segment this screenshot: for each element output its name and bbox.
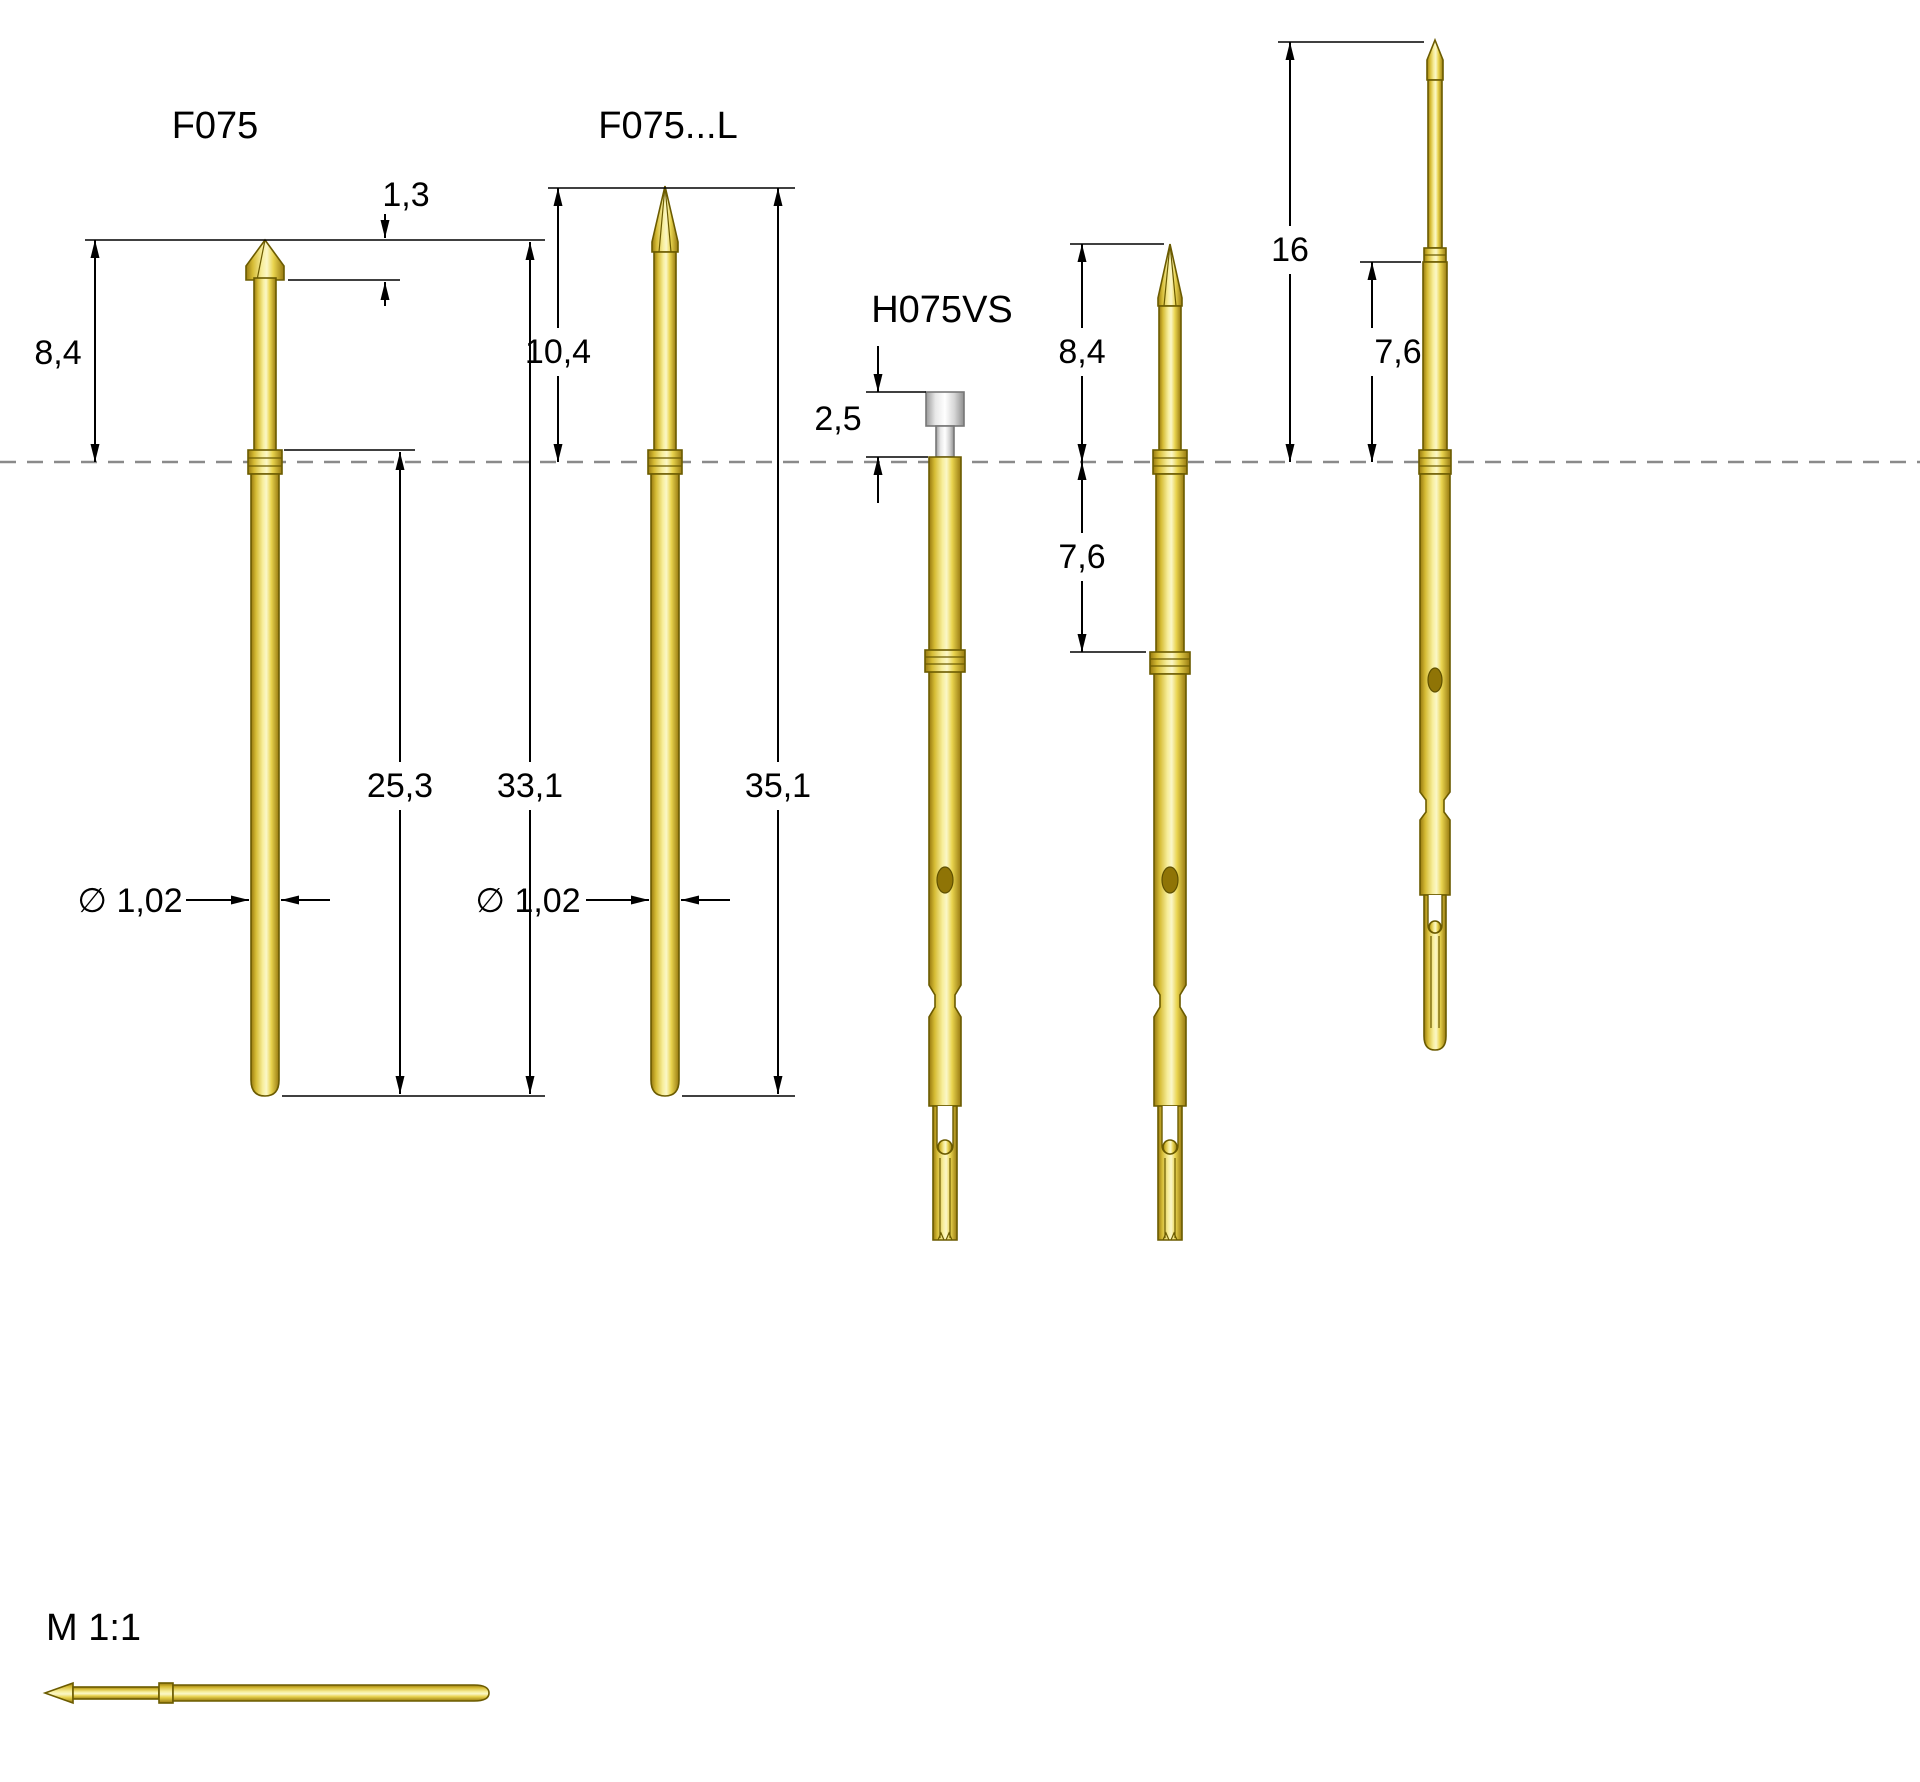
probe-barrel	[650, 473, 680, 1097]
probe-barrel	[250, 473, 280, 1097]
receptacle-collar	[1149, 651, 1191, 675]
probe-tip	[1157, 243, 1183, 307]
receptacle-label: H075VS	[871, 289, 1013, 331]
dim-above-board: 10,4	[525, 333, 591, 371]
plunger-head-flange	[925, 391, 965, 427]
dim-above-board: 8,4	[34, 334, 81, 372]
probe-plunger	[253, 277, 277, 453]
mini-probe-tip	[42, 1681, 74, 1705]
probe-tip-facet	[256, 239, 266, 281]
vent-hole	[1427, 667, 1443, 693]
solder-cup-tube	[1423, 894, 1447, 1051]
solder-cup-slots	[1164, 1158, 1176, 1238]
mini-probe-plunger	[72, 1686, 160, 1700]
dim-tip-length: 1,3	[382, 176, 429, 214]
probe-f075l: F075...L 10,4 35,1 ∅ 1,02	[475, 105, 811, 1097]
receptacle-collar-rings	[925, 656, 965, 665]
retaining-ball	[1162, 1139, 1178, 1155]
dim-total-length: 35,1	[745, 767, 811, 805]
probe-upper-shaft	[1427, 79, 1443, 249]
probe-f075: F075 8,4 1,3 25,3 33,1 ∅ 1,02	[34, 105, 563, 1097]
probe-tip-facet	[1163, 243, 1177, 307]
probe-plunger	[1158, 305, 1182, 453]
probe-tip	[651, 185, 679, 253]
vent-hole	[936, 866, 954, 894]
receptacle-collar-rings	[1150, 658, 1190, 667]
dim-total-length: 33,1	[497, 767, 563, 805]
probe-collar	[1152, 449, 1188, 475]
probe-collar-rings	[1153, 457, 1187, 467]
dim-upper-section: 7,6	[1374, 333, 1421, 371]
dim-head-height: 2,5	[814, 400, 861, 438]
solder-cup-slots	[939, 1158, 951, 1238]
crown-teeth	[937, 1231, 953, 1241]
probe-collar-rings	[1419, 457, 1451, 467]
probe-mid-shaft	[1422, 261, 1448, 453]
vent-hole	[1161, 866, 1179, 894]
mini-probe-collar	[158, 1682, 174, 1704]
crown-teeth	[1162, 1231, 1178, 1241]
dim-above-board: 8,4	[1058, 333, 1105, 371]
probe-collar	[1418, 449, 1452, 475]
probe-collar-rings	[648, 457, 682, 467]
dim-below-board: 7,6	[1058, 538, 1105, 576]
dim-shaft-length: 25,3	[367, 767, 433, 805]
probe-collar	[647, 449, 683, 475]
probe-collar	[247, 449, 283, 475]
scale-1to1: M 1:1	[42, 1607, 490, 1705]
receptacle-h075vs: H075VS 2,5	[814, 289, 1013, 1241]
dim-above-board: 16	[1271, 231, 1309, 269]
scale-label: M 1:1	[46, 1607, 141, 1649]
probe-f075l-label: F075...L	[598, 105, 737, 147]
probe-tip-facet	[658, 185, 672, 253]
retaining-ball	[937, 1139, 953, 1155]
probe-in-receptacle: 8,4 7,6	[1058, 243, 1191, 1241]
plunger-head-stem	[935, 425, 955, 458]
dim-diameter: ∅ 1,02	[77, 882, 182, 920]
probe-plunger	[653, 251, 677, 453]
probe-tip	[245, 238, 285, 281]
solder-cup-slots	[1430, 936, 1440, 1028]
receptacle-barrel	[928, 456, 962, 1107]
dim-diameter: ∅ 1,02	[475, 882, 580, 920]
retaining-ball	[1428, 920, 1442, 934]
receptacle-collar	[924, 649, 966, 673]
probe-tip	[1426, 37, 1444, 81]
mini-probe-barrel	[172, 1684, 490, 1702]
probe-long: 16 7,6	[1271, 37, 1452, 1051]
probe-barrel	[1155, 473, 1185, 655]
probe-collar-rings	[248, 457, 282, 467]
probe-f075-label: F075	[172, 105, 259, 147]
